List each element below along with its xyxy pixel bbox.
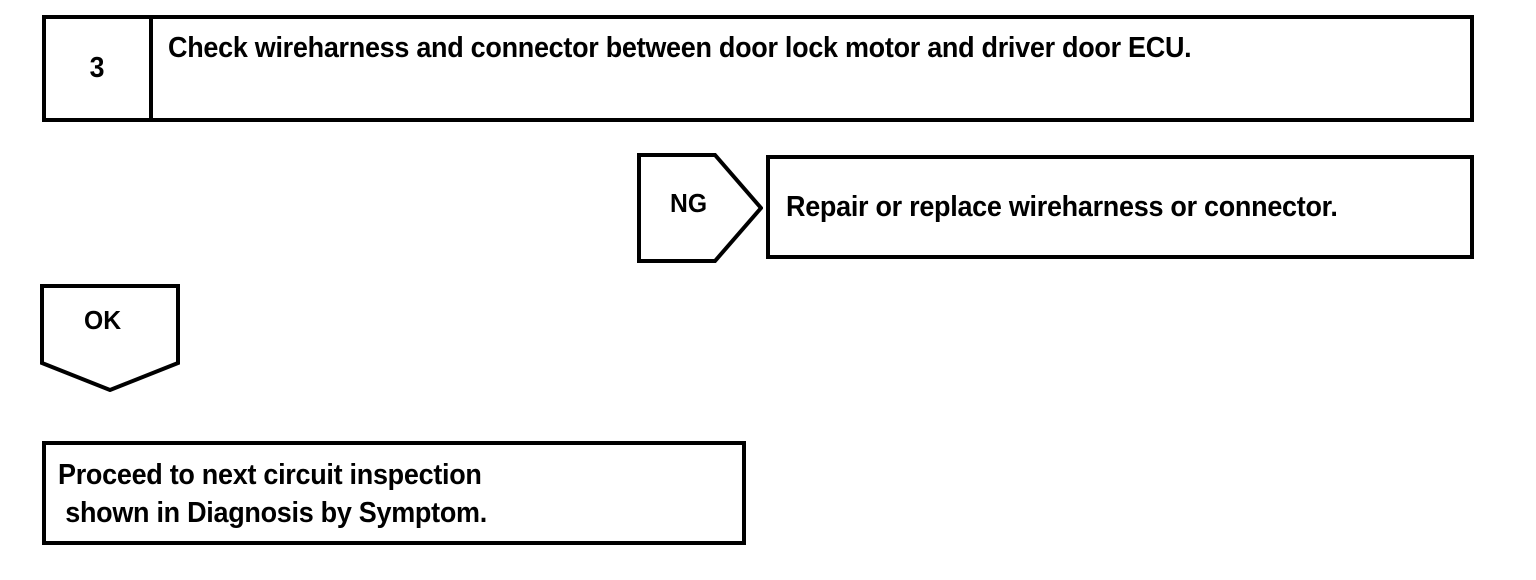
ng-result-text: Repair or replace wireharness or connect… [786, 191, 1338, 223]
pentagon-arrow-down-icon [40, 284, 180, 392]
ok-result-line-2: shown in Diagnosis by Symptom. [58, 497, 487, 529]
step-instruction-text: Check wireharness and connector between … [168, 32, 1192, 64]
ok-branch-tag [40, 284, 180, 392]
step-box: 3 Check wireharness and connector betwee… [42, 15, 1474, 122]
ok-result-line-1: Proceed to next circuit inspection [58, 459, 482, 491]
step-instruction-cell: Check wireharness and connector between … [153, 19, 1470, 118]
ng-result-box: Repair or replace wireharness or connect… [766, 155, 1474, 259]
ng-branch-label: NG [670, 188, 708, 218]
ok-branch-label: OK [84, 305, 122, 335]
pentagon-arrow-right-icon [637, 153, 763, 263]
ng-branch-tag [637, 153, 763, 263]
step-number: 3 [90, 52, 105, 84]
step-number-cell: 3 [46, 19, 153, 118]
ok-result-box: Proceed to next circuit inspection shown… [42, 441, 746, 545]
